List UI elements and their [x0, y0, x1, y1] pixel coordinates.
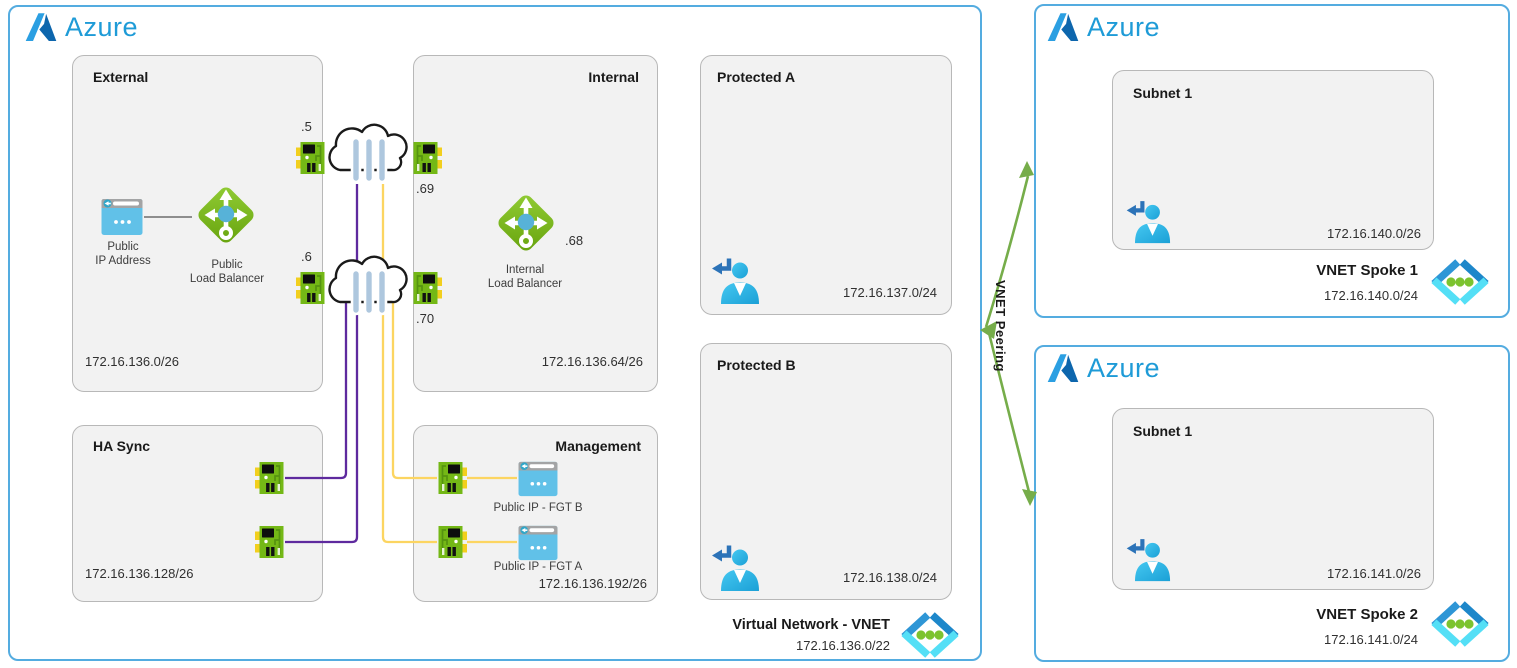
- user-icon: [708, 254, 760, 306]
- public-lb-label-line2: Load Balancer: [189, 272, 265, 285]
- internal-lb-ip-label: .68: [565, 233, 584, 248]
- nic-icon: [255, 525, 285, 559]
- subnet-protected-a-cidr: 172.16.137.0/24: [843, 285, 937, 300]
- spoke2-subnet-cidr: 172.16.141.0/26: [1327, 566, 1421, 581]
- public-load-balancer-icon: [190, 179, 262, 251]
- azure-logo-icon: [1046, 10, 1080, 44]
- nic-ip-label: .5: [301, 119, 312, 134]
- nic-ip-label: .6: [301, 249, 312, 264]
- public-load-balancer-label: Public Load Balancer: [157, 259, 297, 286]
- public-ip-address-label: Public IP Address: [73, 241, 173, 268]
- nic-icon: [296, 271, 326, 305]
- nic-icon: [412, 271, 442, 305]
- public-ip-label-line1: Public: [107, 241, 139, 253]
- spoke1-name: VNET Spoke 1: [1316, 262, 1418, 279]
- public-ip-fgt-b-label: Public IP - FGT B: [493, 502, 583, 514]
- vnet-icon: [1428, 258, 1492, 306]
- spoke2-azure-logo: Azure: [1046, 351, 1160, 385]
- nic-icon: [296, 141, 326, 175]
- vnet-peering-label: VNET Peering: [993, 280, 1008, 372]
- public-ip-fgt-a-label: Public IP - FGT A: [493, 561, 583, 573]
- nic-icon: [255, 461, 285, 495]
- hub-vnet-cidr: 172.16.136.0/22: [796, 638, 890, 653]
- user-icon: [1123, 535, 1171, 583]
- internal-lb-label-line2: Load Balancer: [487, 277, 563, 290]
- spoke2-cidr: 172.16.141.0/24: [1324, 632, 1418, 647]
- user-icon: [708, 541, 760, 593]
- spoke1-cidr: 172.16.140.0/24: [1324, 288, 1418, 303]
- internal-lb-label-line1: Internal: [505, 264, 545, 276]
- spoke2-name: VNET Spoke 2: [1316, 606, 1418, 623]
- azure-logo-text: Azure: [65, 11, 139, 42]
- vnet-icon: [1428, 600, 1492, 648]
- cloud-icon: [318, 242, 414, 322]
- public-ip-label-line2: IP Address: [95, 254, 151, 267]
- subnet-management-title: Management: [555, 438, 641, 454]
- nic-ip-label: .70: [416, 311, 435, 326]
- azure-logo-text: Azure: [1087, 11, 1161, 42]
- spoke1-subnet: Subnet 1 172.16.140.0/26: [1112, 70, 1434, 250]
- nic-icon: [437, 461, 467, 495]
- spoke1-subnet-title: Subnet 1: [1133, 85, 1193, 101]
- subnet-external-title: External: [93, 69, 149, 85]
- spoke2-subnet-title: Subnet 1: [1133, 423, 1193, 439]
- subnet-protected-b-cidr: 172.16.138.0/24: [843, 570, 937, 585]
- public-ip-address-icon: [100, 197, 144, 237]
- user-icon: [1123, 197, 1171, 245]
- subnet-management: Management 172.16.136.192/26: [413, 425, 658, 602]
- hub-vnet-title: Virtual Network - VNET: [732, 617, 890, 633]
- internal-load-balancer-icon: [490, 187, 562, 259]
- public-ip-fgt-b-icon: [517, 460, 559, 498]
- nic-icon: [437, 525, 467, 559]
- azure-logo-icon: [24, 10, 58, 44]
- azure-logo-text: Azure: [1087, 352, 1161, 383]
- subnet-protected-a-title: Protected A: [717, 69, 796, 85]
- spoke1-vnet-box: [1034, 4, 1510, 318]
- vnet-icon: [897, 611, 963, 659]
- subnet-ha-sync-cidr: 172.16.136.128/26: [85, 566, 194, 581]
- public-lb-label-line1: Public: [211, 259, 243, 271]
- spoke2-subnet: Subnet 1 172.16.141.0/26: [1112, 408, 1434, 590]
- spoke1-subnet-cidr: 172.16.140.0/26: [1327, 226, 1421, 241]
- subnet-internal-cidr: 172.16.136.64/26: [541, 354, 643, 369]
- subnet-external-cidr: 172.16.136.0/26: [85, 354, 179, 369]
- spoke1-azure-logo: Azure: [1046, 10, 1160, 44]
- subnet-ha-sync-title: HA Sync: [93, 438, 151, 454]
- internal-load-balancer-label: Internal Load Balancer: [455, 264, 595, 291]
- azure-logo-icon: [1046, 351, 1080, 385]
- public-ip-fgt-a-icon: [517, 524, 559, 562]
- cloud-icon: [318, 110, 414, 190]
- nic-ip-label: .69: [416, 181, 435, 196]
- nic-icon: [412, 141, 442, 175]
- vnet-peering-arrows: [980, 161, 1037, 506]
- subnet-protected-b-title: Protected B: [717, 357, 796, 373]
- subnet-internal-title: Internal: [588, 69, 639, 85]
- hub-azure-logo: Azure: [24, 10, 138, 44]
- subnet-ha-sync: HA Sync 172.16.136.128/26: [72, 425, 323, 602]
- subnet-management-cidr: 172.16.136.192/26: [538, 576, 647, 591]
